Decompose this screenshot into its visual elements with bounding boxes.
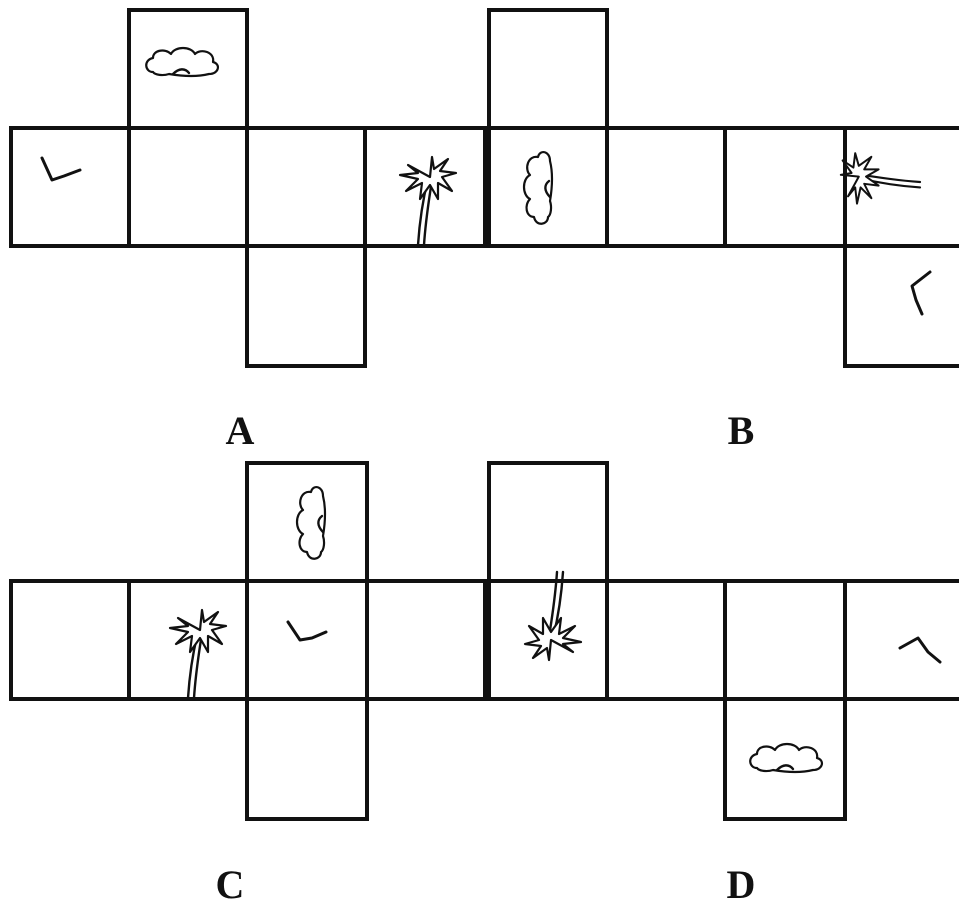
cloud-icon <box>749 742 824 774</box>
net-cell <box>365 579 487 701</box>
bird-icon <box>286 620 328 642</box>
net-cell <box>723 126 847 248</box>
net-cell <box>605 126 727 248</box>
option-label-a: A <box>226 408 255 453</box>
net-cell <box>245 697 369 821</box>
option-label-c: C <box>216 862 245 906</box>
option-a-net <box>9 8 487 368</box>
bird-icon <box>898 636 942 664</box>
option-label-b: B <box>728 408 755 453</box>
bird-icon <box>40 156 82 182</box>
cloud-icon <box>522 150 554 225</box>
cloud-icon <box>145 46 220 78</box>
net-cell <box>127 126 249 248</box>
option-label-d: D <box>727 862 756 906</box>
option-d-net <box>487 461 959 821</box>
net-cell <box>487 8 609 130</box>
net-cell <box>605 579 727 701</box>
cloud-icon <box>295 485 327 560</box>
net-cell <box>723 579 847 701</box>
option-b-net <box>487 8 959 368</box>
net-cell <box>9 579 131 701</box>
net-cell <box>487 461 609 583</box>
option-c-net <box>9 461 487 821</box>
net-cell <box>9 126 131 248</box>
bird-icon <box>910 270 932 316</box>
net-cell <box>127 579 249 701</box>
net-cell <box>843 579 959 701</box>
net-cell <box>245 126 367 248</box>
net-cell <box>843 244 959 368</box>
net-cell <box>245 244 367 368</box>
